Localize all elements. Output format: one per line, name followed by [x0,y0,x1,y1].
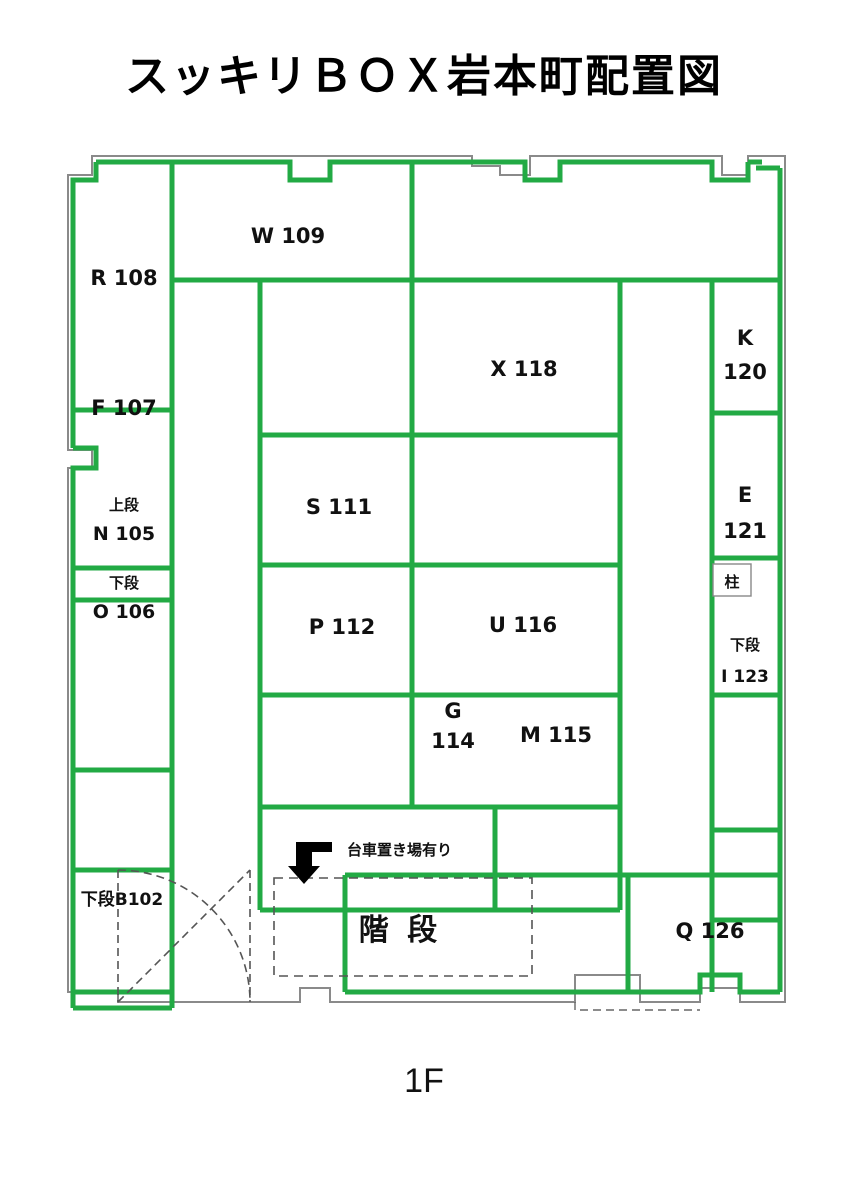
room-label-b102: 下段B102 [81,889,163,910]
room-label-i123: I 123 [721,667,769,687]
room-label-q126: Q 126 [676,919,745,943]
floor-label: 1F [404,1062,444,1100]
room-label-e121-number: 121 [723,519,767,543]
room-label-m115: M 115 [520,723,592,747]
pillar-marker: 柱 [712,563,752,597]
down-arrow-icon [288,842,332,884]
door-swing-icon [117,869,251,1003]
room-label-p112: P 112 [309,615,376,639]
room-label-o106-tier: 下段 [109,574,139,592]
room-label-r108: R 108 [90,266,157,290]
room-label-f107: F 107 [91,396,157,420]
bottom-corridor-dashed [574,1002,700,1011]
unit-walls [70,159,783,1011]
room-label-k120-number: 120 [723,360,767,384]
room-label-o106: O 106 [93,601,155,623]
stairs-label: 階 段 [359,913,441,948]
floor-plan-diagram: 台車置き場有り 柱 R 108 W 109 F 107 上段 N 105 下段 … [67,155,786,1011]
room-label-g114-letter: G [444,699,461,723]
room-label-e121-letter: E [738,483,752,507]
room-label-n105: N 105 [93,523,155,545]
room-label-u116: U 116 [489,613,557,637]
room-label-x118: X 118 [490,357,557,381]
room-label-w109: W 109 [251,224,325,248]
room-label-i123-tier: 下段 [730,636,760,654]
room-label-g114-number: 114 [431,729,475,753]
cart-storage-dashed-area [273,877,533,977]
page-title: スッキリＢＯＸ岩本町配置図 [125,51,723,102]
pillar-label: 柱 [724,573,739,591]
cart-storage-note: 台車置き場有り [347,841,452,859]
room-label-s111: S 111 [306,495,372,519]
room-label-n105-tier: 上段 [109,496,139,514]
room-label-k120-letter: K [737,326,754,350]
